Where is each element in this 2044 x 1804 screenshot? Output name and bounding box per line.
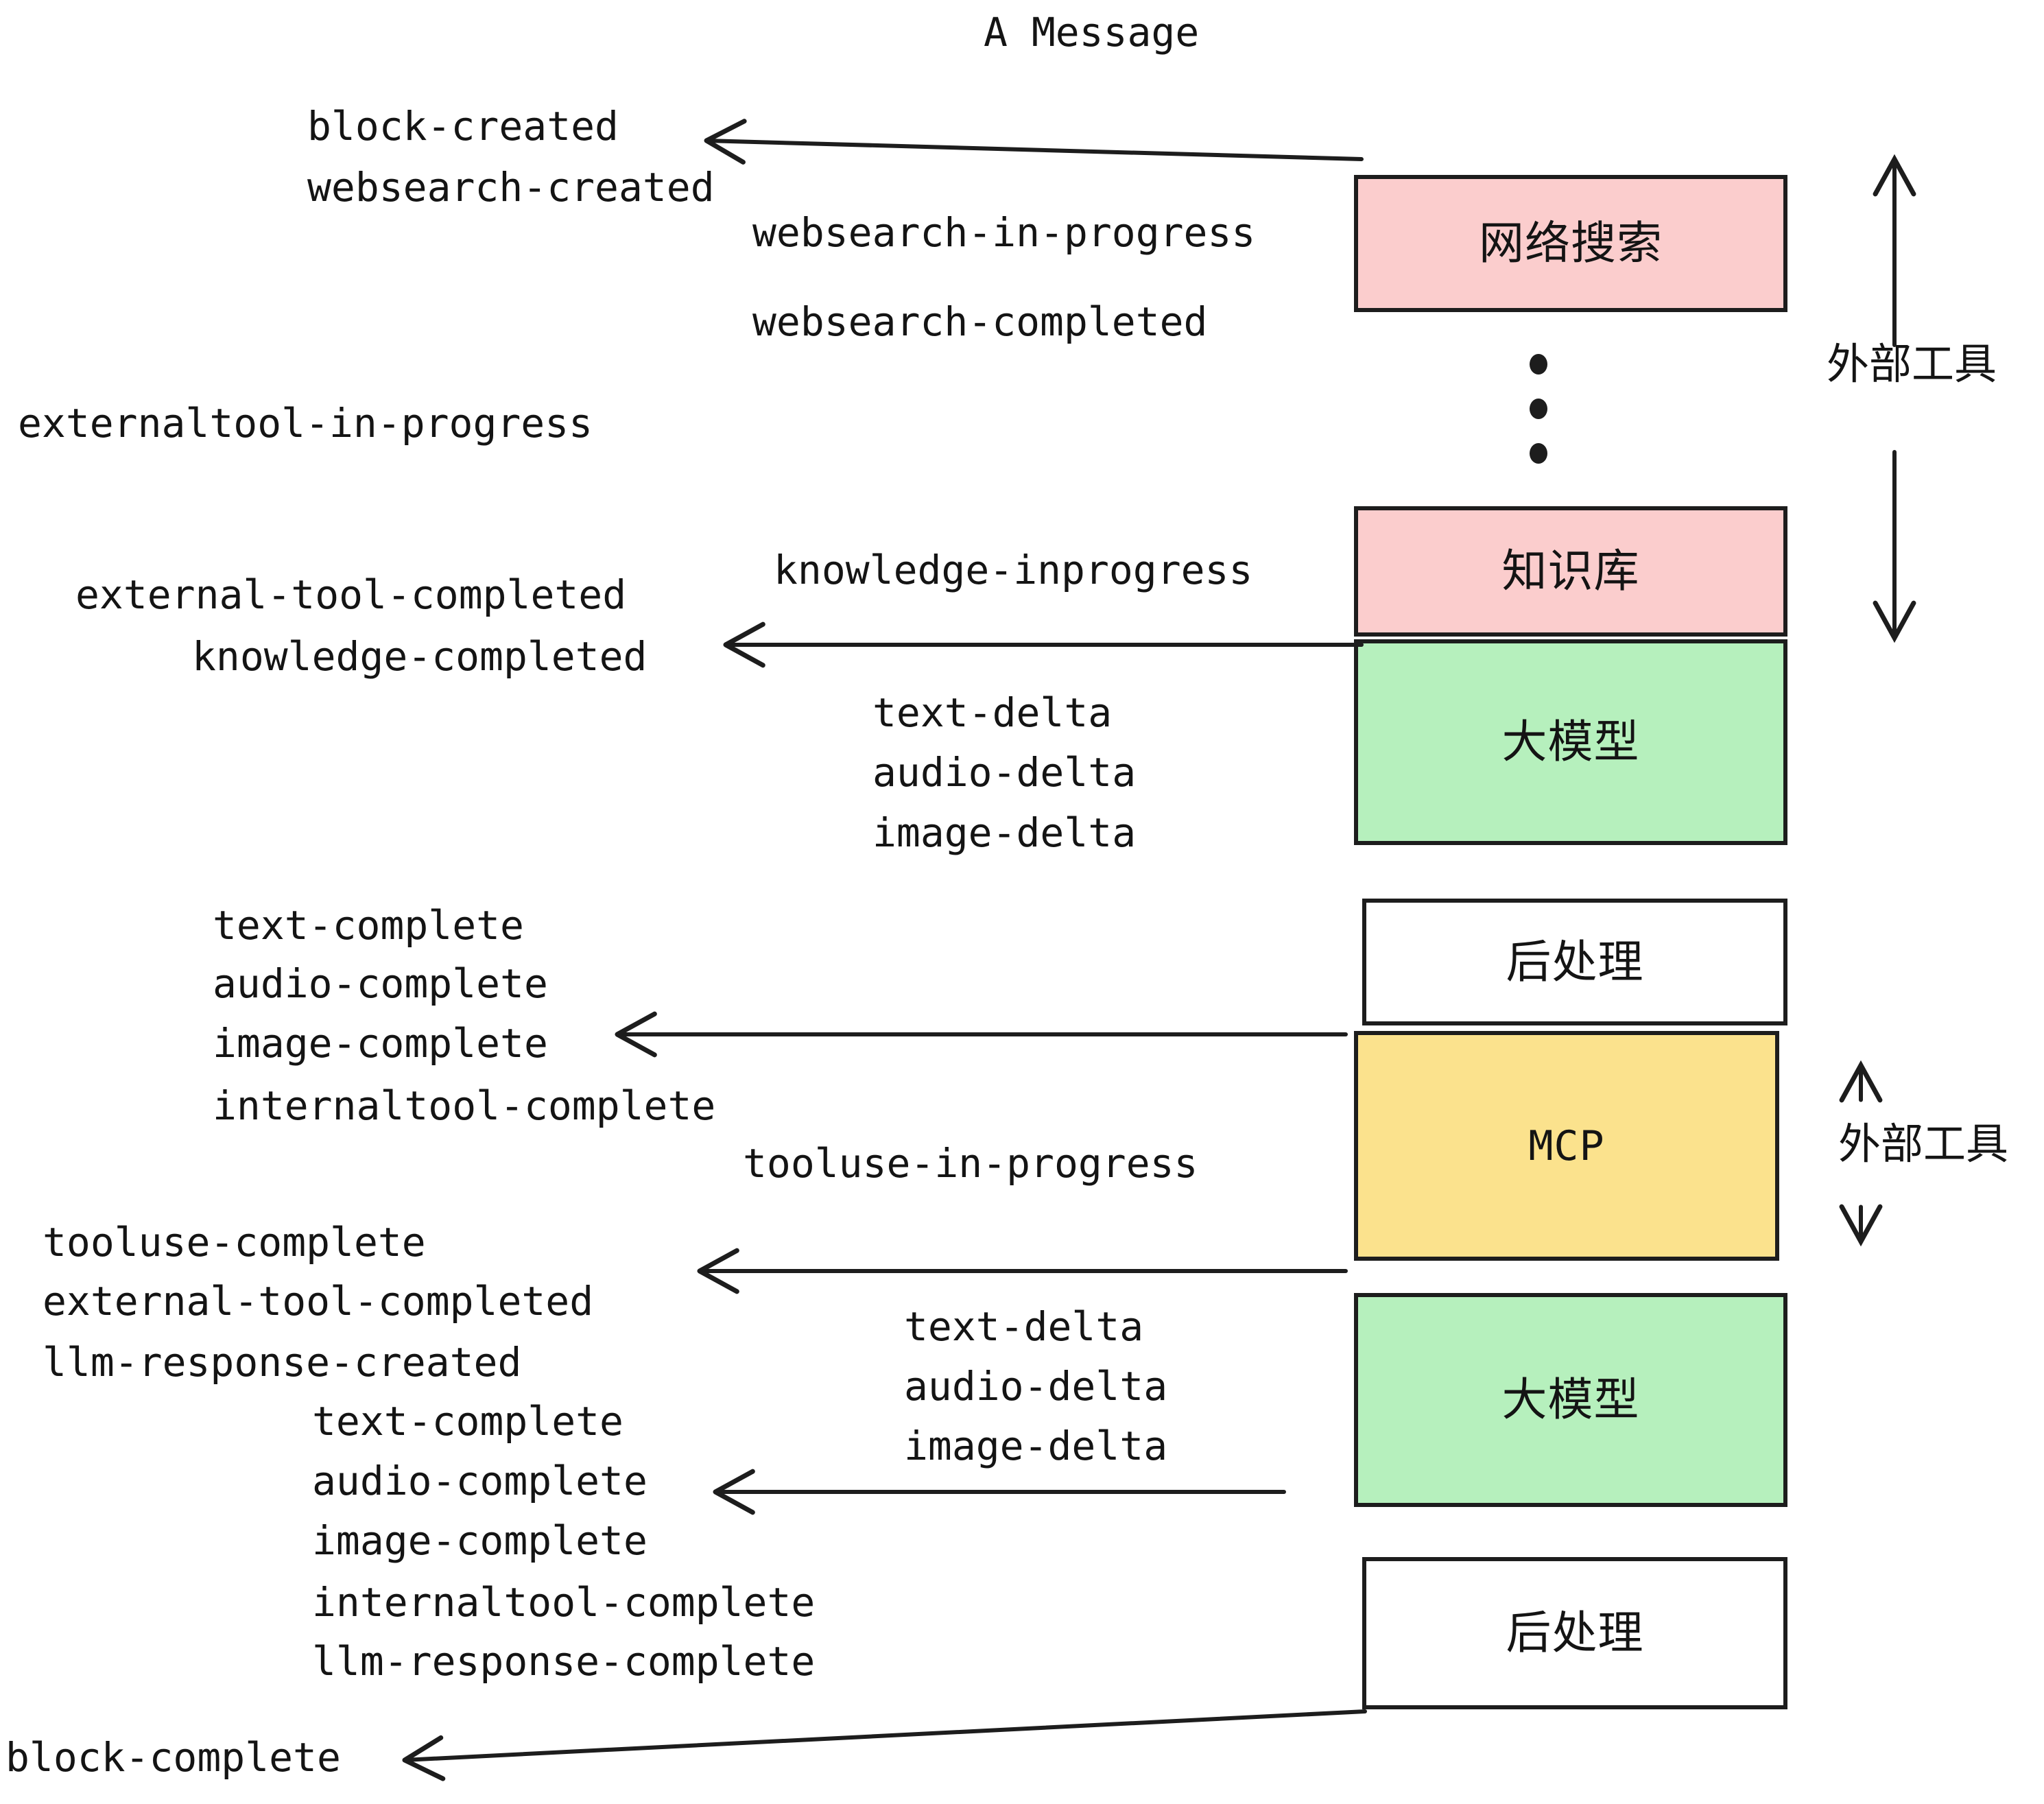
node-knowledge: 知识库 bbox=[1354, 506, 1787, 637]
event-label: block-created bbox=[307, 103, 619, 150]
event-label: audio-delta bbox=[872, 749, 1137, 796]
node-label: MCP bbox=[1528, 1121, 1605, 1170]
event-label: audio-complete bbox=[213, 960, 548, 1007]
ellipsis-dot-icon bbox=[1530, 399, 1547, 419]
event-label: text-delta bbox=[904, 1303, 1144, 1350]
event-label: llm-response-complete bbox=[312, 1638, 816, 1685]
block-created-arrow bbox=[704, 119, 1364, 165]
event-label: external-tool-completed bbox=[75, 571, 627, 618]
node-mcp: MCP bbox=[1354, 1031, 1779, 1261]
event-label: text-complete bbox=[213, 902, 524, 949]
node-postprocess-2: 后处理 bbox=[1362, 1557, 1787, 1709]
event-label: tooluse-in-progress bbox=[743, 1140, 1198, 1187]
event-label: websearch-in-progress bbox=[752, 209, 1256, 256]
event-label: knowledge-completed bbox=[192, 633, 647, 680]
node-websearch: 网络搜索 bbox=[1354, 175, 1787, 312]
side-label-external-tools-bottom: 外部工具 bbox=[1838, 1119, 2009, 1169]
event-label: tooluse-complete bbox=[43, 1219, 426, 1266]
event-label: block-complete bbox=[5, 1734, 341, 1781]
image-complete-arrow bbox=[615, 1011, 1348, 1058]
event-label: external-tool-completed bbox=[43, 1278, 594, 1325]
event-label: image-delta bbox=[904, 1423, 1168, 1469]
event-label: externaltool-in-progress bbox=[18, 400, 593, 447]
event-label: audio-complete bbox=[312, 1458, 647, 1504]
ellipsis-dot-icon bbox=[1530, 354, 1547, 375]
event-label: text-complete bbox=[312, 1398, 623, 1445]
knowledge-completed-arrow bbox=[723, 621, 1364, 668]
node-llm-2: 大模型 bbox=[1354, 1293, 1787, 1507]
event-label: knowledge-inprogress bbox=[774, 547, 1253, 593]
node-label: 网络搜索 bbox=[1479, 217, 1663, 270]
event-label: image-delta bbox=[872, 809, 1137, 856]
event-label: image-complete bbox=[312, 1517, 647, 1564]
side-label-external-tools-top: 外部工具 bbox=[1827, 339, 1997, 389]
tooluse-complete-arrow bbox=[697, 1248, 1348, 1294]
event-label: internaltool-complete bbox=[312, 1579, 816, 1626]
node-label: 后处理 bbox=[1506, 935, 1644, 988]
event-label: image-complete bbox=[213, 1020, 548, 1067]
node-label: 后处理 bbox=[1506, 1606, 1644, 1659]
node-label: 大模型 bbox=[1501, 715, 1640, 768]
event-label: audio-delta bbox=[904, 1363, 1168, 1410]
event-label: text-delta bbox=[872, 689, 1113, 736]
block-complete-arrow bbox=[402, 1709, 1367, 1781]
external-tools-top-span bbox=[1873, 154, 1916, 643]
event-label: internaltool-complete bbox=[213, 1082, 716, 1129]
node-label: 大模型 bbox=[1501, 1373, 1640, 1426]
node-llm-1: 大模型 bbox=[1354, 639, 1787, 845]
audio-complete-arrow bbox=[713, 1469, 1286, 1515]
node-postprocess-1: 后处理 bbox=[1362, 899, 1787, 1025]
event-label: llm-response-created bbox=[43, 1339, 522, 1386]
event-label: websearch-completed bbox=[752, 298, 1208, 345]
ellipsis-dot-icon bbox=[1530, 443, 1547, 464]
page-title: A Message bbox=[984, 9, 1200, 56]
node-label: 知识库 bbox=[1501, 545, 1640, 597]
event-label: websearch-created bbox=[307, 164, 715, 211]
